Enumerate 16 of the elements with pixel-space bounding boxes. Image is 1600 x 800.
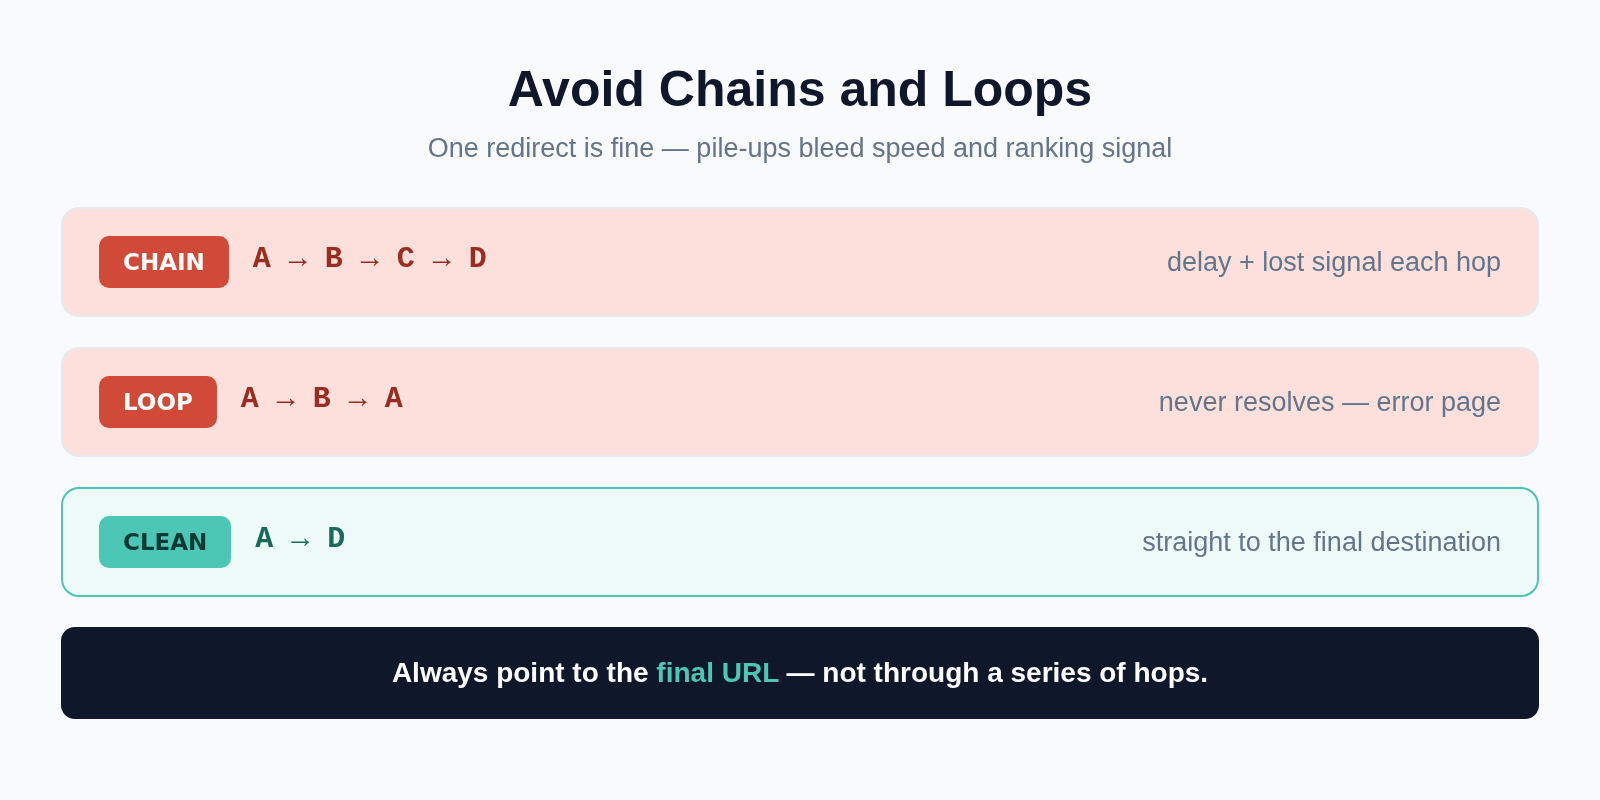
redirect-path-text: A → B → A bbox=[240, 381, 403, 418]
status-tag: CLEAN bbox=[99, 516, 232, 568]
summary-banner bbox=[61, 627, 1539, 719]
row-description: delay + lost signal each hop bbox=[1167, 246, 1501, 279]
page-subtitle: One redirect is fine — pile-ups bleed speed and ranking signal bbox=[427, 132, 1173, 165]
status-tag: CHAIN bbox=[99, 236, 229, 288]
redirect-path-text: A → B → C → D bbox=[252, 241, 487, 278]
redirect-row-card bbox=[61, 487, 1539, 597]
redirect-path-text: A → D bbox=[255, 521, 346, 558]
summary-text: Always point to the final URL — not through a series of hops. bbox=[391, 657, 1209, 689]
page-title: Avoid Chains and Loops bbox=[507, 60, 1093, 119]
row-description: never resolves — error page bbox=[1158, 386, 1501, 419]
redirect-row-card bbox=[61, 207, 1539, 317]
row-description: straight to the final destination bbox=[1142, 526, 1501, 559]
redirect-row-card bbox=[61, 347, 1539, 457]
status-tag: LOOP bbox=[99, 376, 217, 428]
